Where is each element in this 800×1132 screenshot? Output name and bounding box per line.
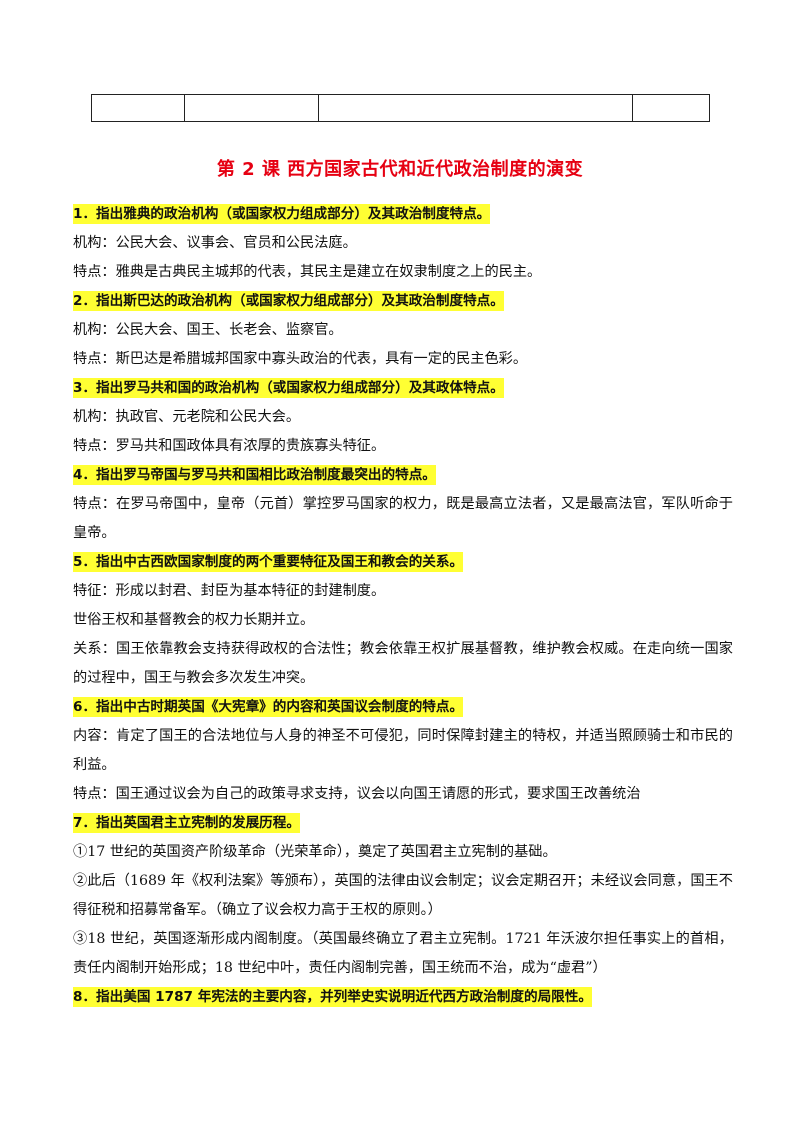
answer-line: 特点：国王通过议会为自己的政策寻求支持，议会以向国王请愿的形式，要求国王改善统治 [73, 786, 641, 802]
question-text: 7．指出英国君主立宪制的发展历程。 [73, 813, 300, 833]
question-text: 4．指出罗马帝国与罗马共和国相比政治制度最突出的特点。 [73, 465, 436, 485]
question-text: 6．指出中古时期英国《大宪章》的内容和英国议会制度的特点。 [73, 697, 464, 717]
question-heading: 3．指出罗马共和国的政治机构（或国家权力组成部分）及其政体特点。 [73, 374, 733, 403]
section-3: 3．指出罗马共和国的政治机构（或国家权力组成部分）及其政体特点。 机构：执政官、… [73, 374, 733, 461]
section-1: 1．指出雅典的政治机构（或国家权力组成部分）及其政治制度特点。 机构：公民大会、… [73, 200, 733, 287]
answer-line: 关系：国王依靠教会支持获得政权的合法性；教会依靠王权扩展基督教，维护教会权威。在… [73, 641, 733, 686]
answer-line: 特点：斯巴达是希腊城邦国家中寡头政治的代表，具有一定的民主色彩。 [73, 351, 528, 367]
answer-line: 机构：公民大会、国王、长老会、监察官。 [73, 322, 343, 338]
answer-line: 内容：肯定了国王的合法地位与人身的神圣不可侵犯，同时保障封建主的特权，并适当照顾… [73, 728, 733, 773]
question-heading: 8．指出美国 1787 年宪法的主要内容，并列举史实说明近代西方政治制度的局限性… [73, 983, 733, 1012]
table-row [91, 94, 710, 122]
answer-line: 特点：在罗马帝国中，皇帝（元首）掌控罗马国家的权力，既是最高立法者，又是最高法官… [73, 496, 733, 541]
table-cell [184, 94, 319, 122]
table-cell [632, 94, 710, 122]
section-8: 8．指出美国 1787 年宪法的主要内容，并列举史实说明近代西方政治制度的局限性… [73, 983, 733, 1012]
answer-line: 机构：公民大会、议事会、官员和公民法庭。 [73, 235, 357, 251]
answer-line: 特点：雅典是古典民主城邦的代表，其民主是建立在奴隶制度之上的民主。 [73, 264, 542, 280]
question-text: 5．指出中古西欧国家制度的两个重要特征及国王和教会的关系。 [73, 552, 464, 572]
header-table-fragment [91, 94, 710, 122]
section-4: 4．指出罗马帝国与罗马共和国相比政治制度最突出的特点。 特点：在罗马帝国中，皇帝… [73, 461, 733, 548]
answer-line: 特点：罗马共和国政体具有浓厚的贵族寡头特征。 [73, 438, 386, 454]
question-text: 1．指出雅典的政治机构（或国家权力组成部分）及其政治制度特点。 [73, 204, 491, 224]
question-heading: 7．指出英国君主立宪制的发展历程。 [73, 809, 733, 838]
lesson-content: 1．指出雅典的政治机构（或国家权力组成部分）及其政治制度特点。 机构：公民大会、… [73, 200, 733, 1012]
question-heading: 4．指出罗马帝国与罗马共和国相比政治制度最突出的特点。 [73, 461, 733, 490]
table-cell [318, 94, 633, 122]
table-cell [91, 94, 185, 122]
answer-line: 机构：执政官、元老院和公民大会。 [73, 409, 301, 425]
question-text: 8．指出美国 1787 年宪法的主要内容，并列举史实说明近代西方政治制度的局限性… [73, 987, 592, 1007]
question-text: 3．指出罗马共和国的政治机构（或国家权力组成部分）及其政体特点。 [73, 378, 504, 398]
question-heading: 2．指出斯巴达的政治机构（或国家权力组成部分）及其政治制度特点。 [73, 287, 733, 316]
section-2: 2．指出斯巴达的政治机构（或国家权力组成部分）及其政治制度特点。 机构：公民大会… [73, 287, 733, 374]
question-heading: 1．指出雅典的政治机构（或国家权力组成部分）及其政治制度特点。 [73, 200, 733, 229]
section-6: 6．指出中古时期英国《大宪章》的内容和英国议会制度的特点。 内容：肯定了国王的合… [73, 693, 733, 809]
answer-line: ②此后（1689 年《权利法案》等颁布），英国的法律由议会制定；议会定期召开；未… [73, 873, 733, 918]
lesson-title: 第 2 课 西方国家古代和近代政治制度的演变 [216, 159, 584, 180]
answer-line: 特征：形成以封君、封臣为基本特征的封建制度。 [73, 583, 386, 599]
question-text: 2．指出斯巴达的政治机构（或国家权力组成部分）及其政治制度特点。 [73, 291, 504, 311]
question-heading: 6．指出中古时期英国《大宪章》的内容和英国议会制度的特点。 [73, 693, 733, 722]
section-5: 5．指出中古西欧国家制度的两个重要特征及国王和教会的关系。 特征：形成以封君、封… [73, 548, 733, 693]
answer-line: 世俗王权和基督教会的权力长期并立。 [73, 612, 315, 628]
answer-line: ③18 世纪，英国逐渐形成内阁制度。（英国最终确立了君主立宪制。1721 年沃波… [73, 931, 733, 976]
section-7: 7．指出英国君主立宪制的发展历程。 ①17 世纪的英国资产阶级革命（光荣革命），… [73, 809, 733, 983]
question-heading: 5．指出中古西欧国家制度的两个重要特征及国王和教会的关系。 [73, 548, 733, 577]
answer-line: ①17 世纪的英国资产阶级革命（光荣革命），奠定了英国君主立宪制的基础。 [73, 844, 557, 860]
